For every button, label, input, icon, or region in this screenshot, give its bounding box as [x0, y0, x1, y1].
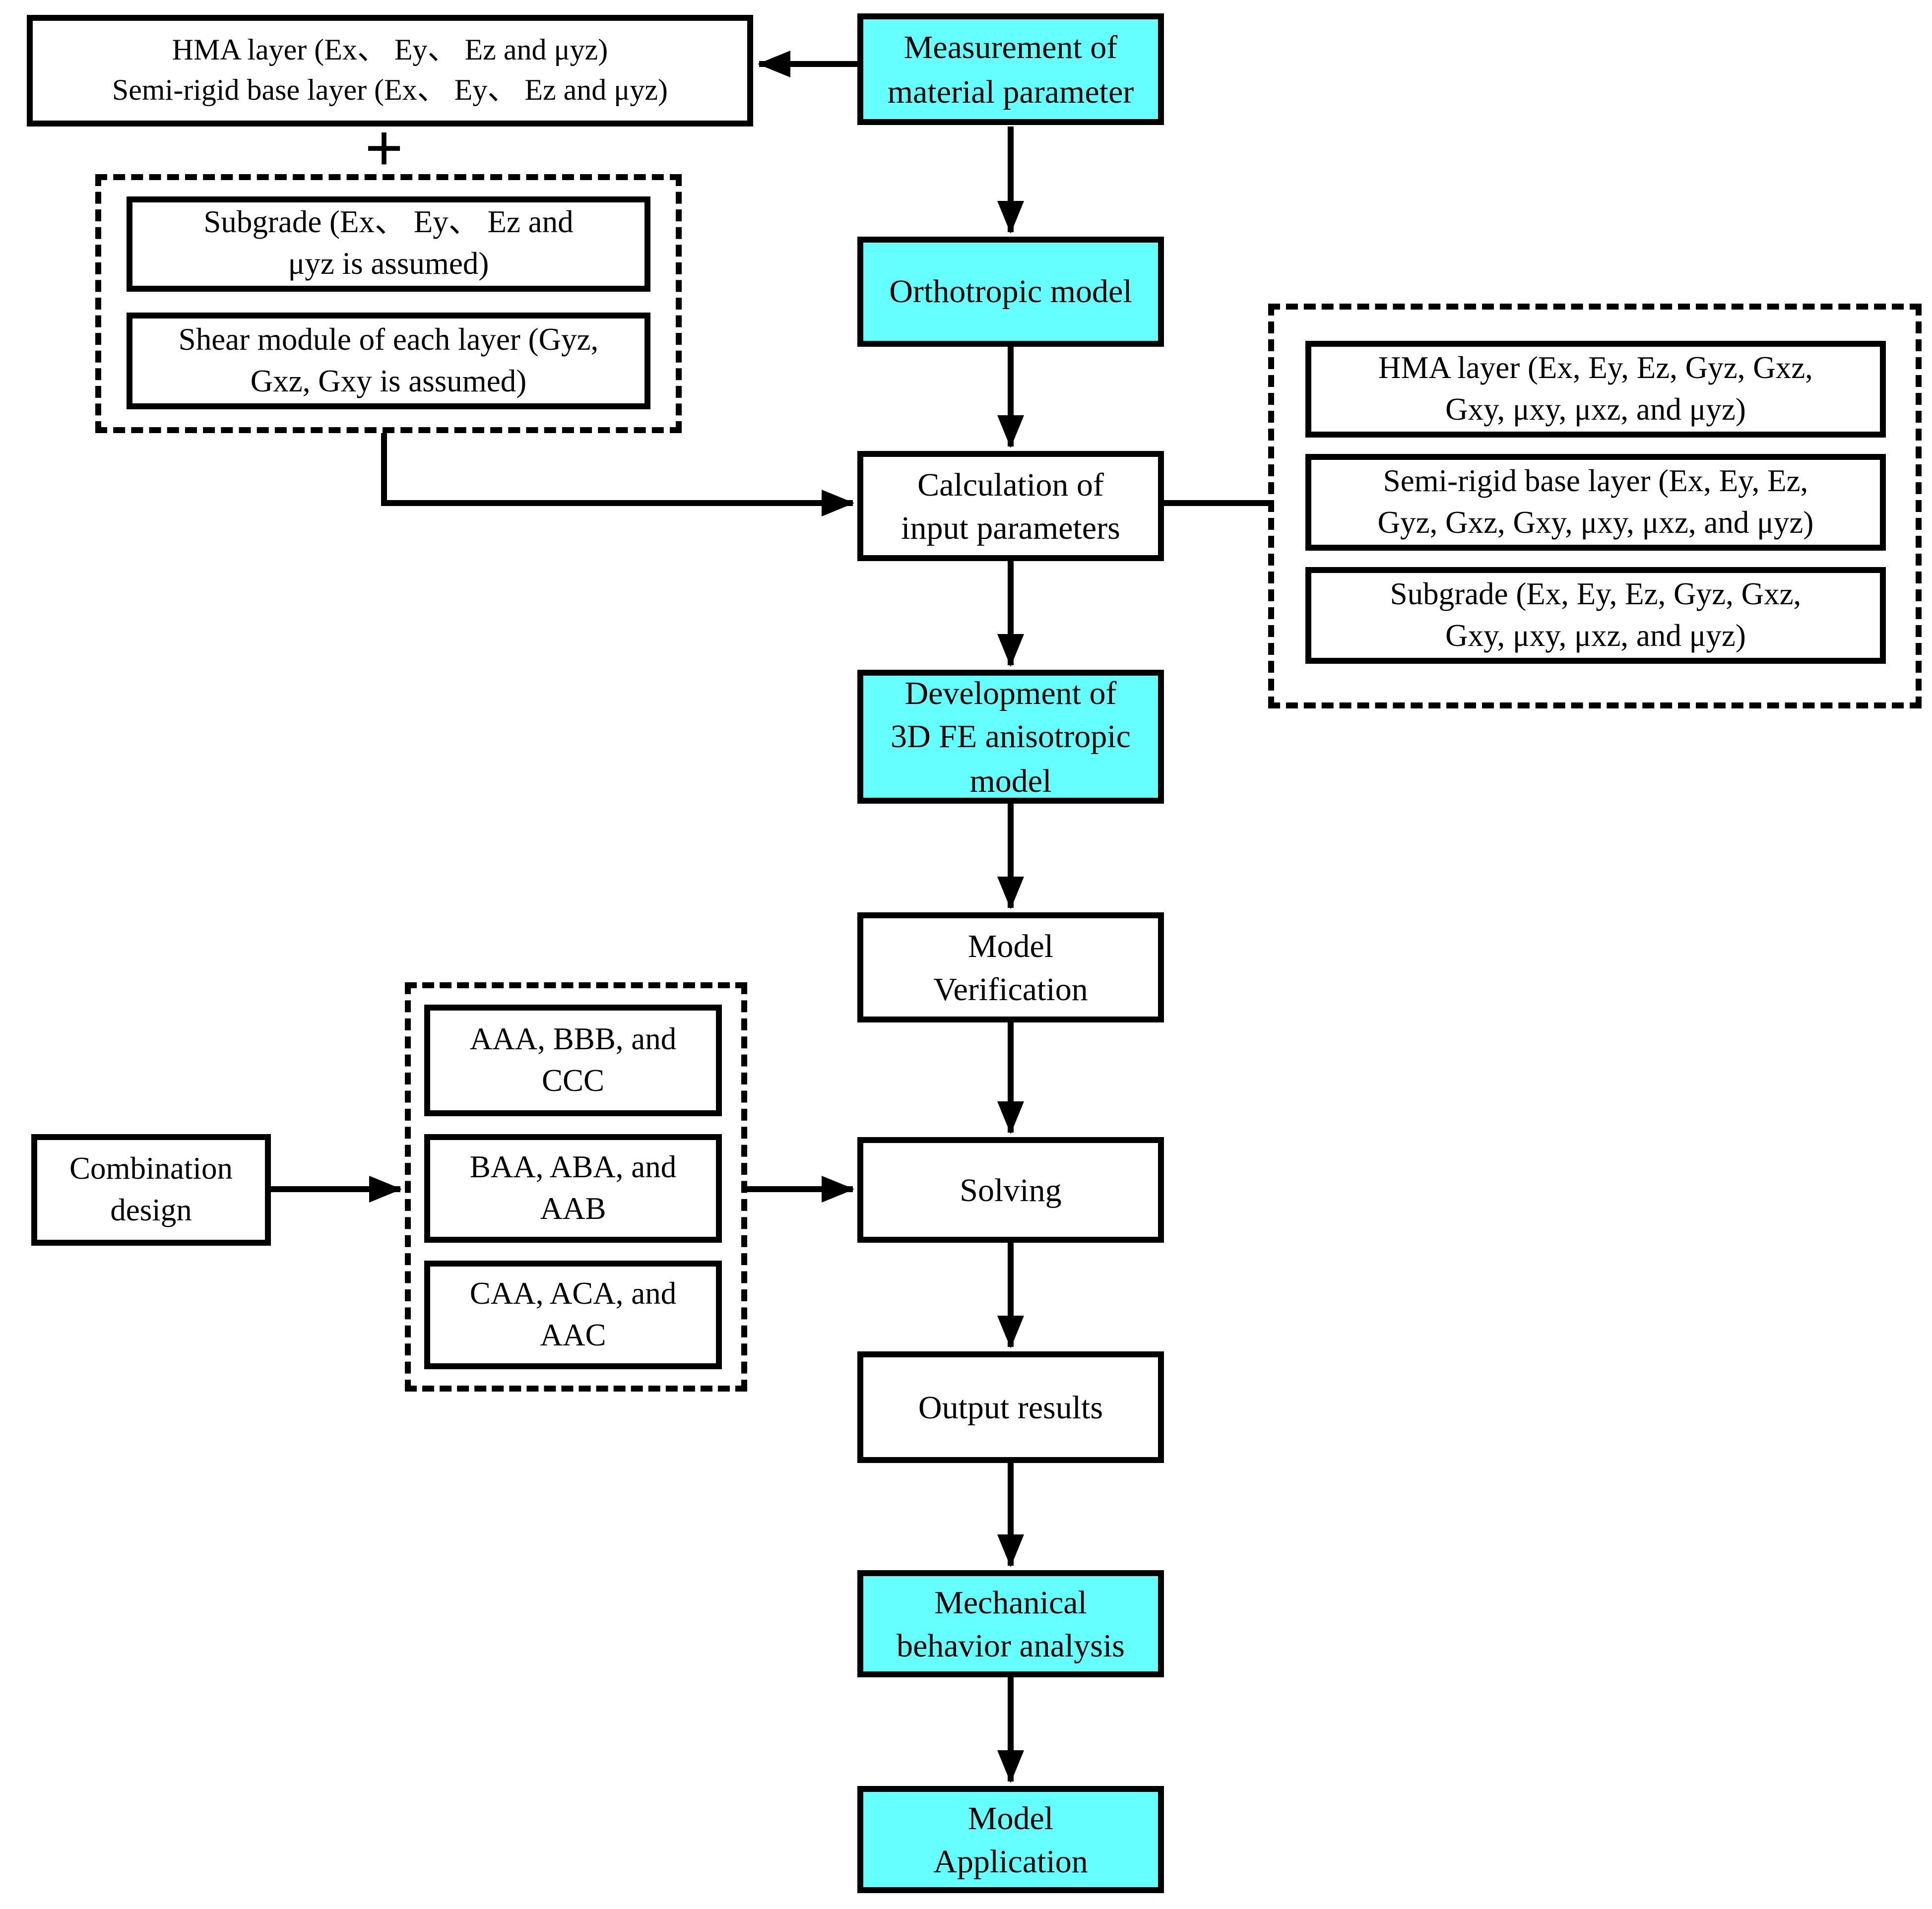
node-model-verification: Model Verification — [857, 912, 1164, 1022]
node-measurement: Measurement of material parameter — [857, 13, 1164, 125]
node-solving: Solving — [857, 1137, 1164, 1243]
node-mechanical-analysis: Mechanical behavior analysis — [857, 1570, 1164, 1677]
node-semirigid-full: Semi-rigid base layer (Ex, Ey, Ez, Gyz, … — [1305, 454, 1886, 551]
node-group-baa: BAA, ABA, and AAB — [424, 1134, 722, 1243]
group-full-parameters — [1268, 304, 1922, 708]
plus-sign: + — [364, 110, 404, 186]
node-group-caa: CAA, ACA, and AAC — [424, 1261, 722, 1369]
node-model-application: Model Application — [857, 1786, 1164, 1893]
node-orthotropic-model: Orthotropic model — [857, 237, 1164, 347]
node-group-aaa: AAA, BBB, and CCC — [424, 1005, 722, 1116]
node-subgrade-assumed: Subgrade (Ex、 Ey、 Ez and μyz is assumed) — [127, 196, 650, 292]
node-measured-layers: HMA layer (Ex、 Ey、 Ez and μyz) Semi-rigi… — [27, 15, 753, 127]
node-combination-design: Combination design — [31, 1134, 271, 1246]
node-calculation-input: Calculation of input parameters — [857, 451, 1164, 561]
node-hma-full: HMA layer (Ex, Ey, Ez, Gyz, Gxz, Gxy, μx… — [1305, 341, 1886, 438]
group-assumed-parameters — [95, 174, 682, 433]
node-subgrade-full: Subgrade (Ex, Ey, Ez, Gyz, Gxz, Gxy, μxy… — [1305, 567, 1886, 664]
node-output-results: Output results — [857, 1351, 1164, 1463]
group-combination-schemes — [405, 982, 747, 1392]
arrow-assumed-group-to-calculation — [381, 433, 854, 516]
node-shear-module-assumed: Shear module of each layer (Gyz, Gxz, Gx… — [127, 313, 650, 409]
node-development-3dfe: Development of 3D FE anisotropic model — [857, 670, 1164, 804]
